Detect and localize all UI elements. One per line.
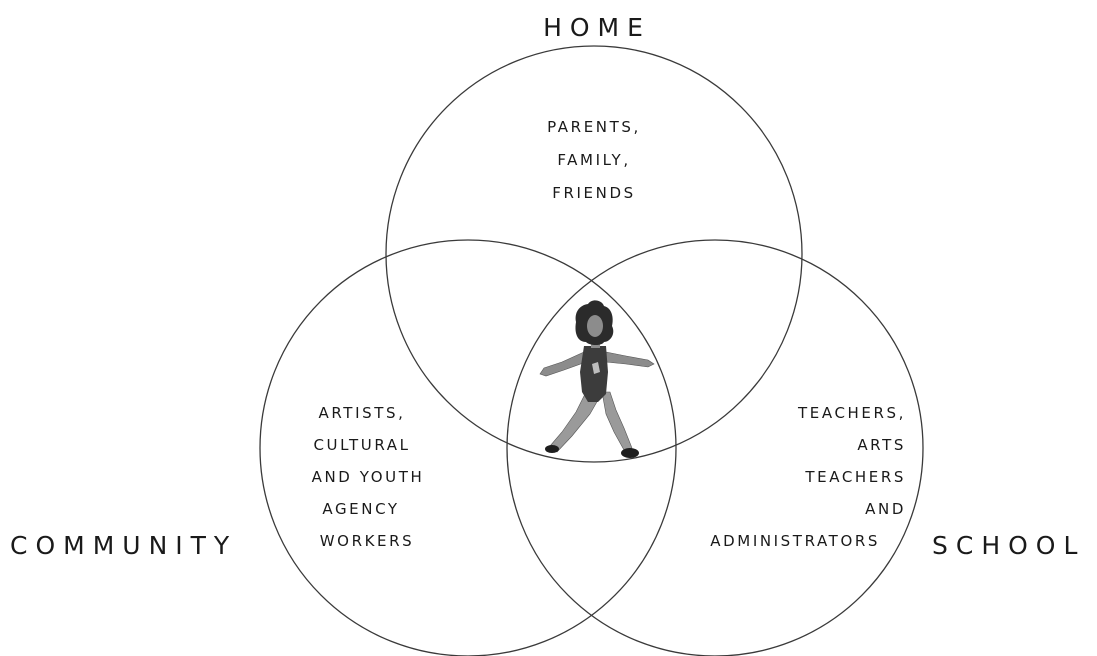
school-line-4: AND [865,500,906,518]
home-title: HOME [543,13,651,42]
community-title: COMMUNITY [10,531,237,560]
home-line-1: PARENTS, [547,118,641,136]
school-circle [506,239,924,656]
figure-face [587,315,603,337]
school-line-1: TEACHERS, [797,404,906,422]
home-line-3: FRIENDS [552,184,635,202]
school-line-5: ADMINISTRATORS [710,532,880,550]
community-line-5: WORKERS [320,532,415,550]
figure-leotard-detail [592,362,600,374]
school-line-3: TEACHERS [804,468,906,486]
school-members: TEACHERS, ARTS TEACHERS AND ADMINISTRATO… [710,404,906,550]
community-members: ARTISTS, CULTURAL AND YOUTH AGENCY WORKE… [312,404,425,550]
community-line-3: AND YOUTH [312,468,425,486]
figure-right-leg [601,391,633,451]
figure-left-arm [539,351,587,377]
community-line-2: CULTURAL [313,436,410,454]
home-members: PARENTS, FAMILY, FRIENDS [547,118,641,202]
community-line-4: AGENCY [322,500,399,518]
figure-right-arm [605,351,655,368]
community-circle [259,239,677,656]
school-line-2: ARTS [857,436,906,454]
home-line-2: FAMILY, [557,151,630,169]
dancing-child-icon [539,300,655,458]
school-title: SCHOOL [932,531,1085,560]
figure-left-shoe [545,445,559,453]
community-line-1: ARTISTS, [319,404,406,422]
home-circle [385,45,803,463]
figure-right-shoe [621,448,639,458]
figure-left-leg [549,391,599,453]
